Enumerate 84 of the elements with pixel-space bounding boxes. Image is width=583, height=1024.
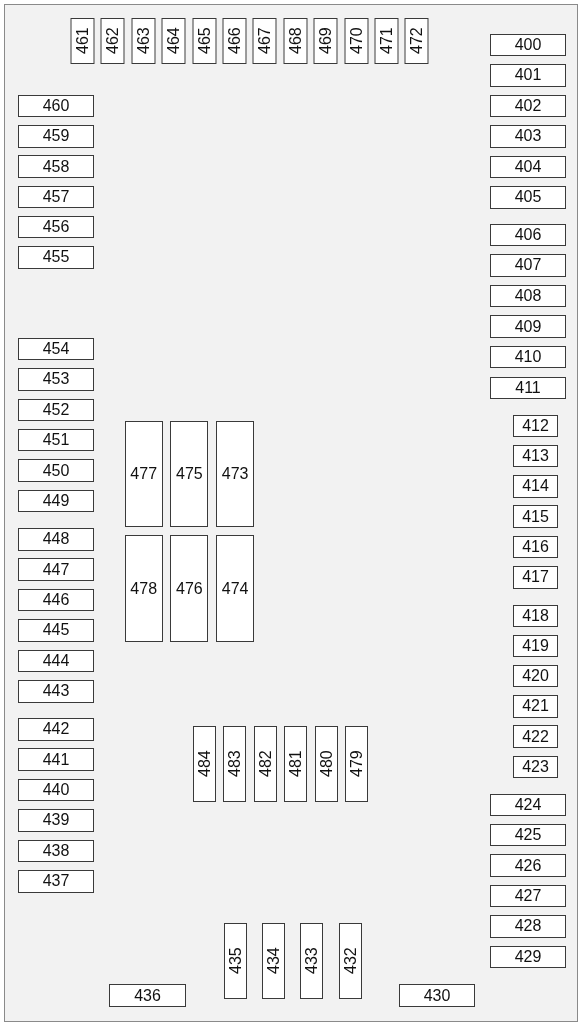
fuse-slot: 408: [490, 284, 566, 308]
fuse-slot: 421: [513, 695, 558, 718]
fuse-slot: 419: [513, 634, 558, 658]
fuse-slot: 456: [18, 215, 94, 239]
fuse-slot: 477: [124, 421, 163, 527]
fuse-slot: 448: [18, 528, 94, 551]
fuse-slot: 476: [170, 535, 209, 642]
fuse-slot: 423: [513, 755, 558, 778]
fuse-slot: 474: [216, 535, 255, 642]
fuse-slot: 428: [490, 915, 566, 938]
fuse-slot: 459: [18, 125, 94, 148]
fuse-slot: 449: [18, 489, 94, 513]
fuse-slot: 406: [490, 223, 566, 246]
fuse-slot: 424: [490, 793, 566, 816]
fuse-slot: 417: [513, 566, 558, 589]
fuse-slot: 468: [283, 18, 308, 64]
fuse-slot: 438: [18, 839, 94, 863]
fuse-slot: 462: [101, 18, 125, 64]
fuse-slot: 422: [513, 725, 558, 748]
fuse-slot: 481: [284, 726, 308, 802]
fuse-slot: 447: [18, 558, 94, 581]
fuse-slot: 411: [490, 376, 566, 399]
fuse-slot: 436: [109, 984, 186, 1007]
fuse-slot: 441: [18, 748, 94, 771]
fuse-slot: 473: [216, 421, 255, 527]
fuse-slot: 400: [490, 33, 566, 56]
fuse-slot: 434: [262, 923, 286, 999]
fuse-slot: 432: [338, 923, 362, 999]
fuse-slot: 484: [193, 726, 216, 802]
fuse-slot: 464: [162, 18, 186, 64]
fuse-slot: 435: [224, 923, 247, 999]
fuse-slot: 415: [513, 505, 558, 528]
fuse-slot: 450: [18, 459, 94, 482]
fuse-slot: 429: [490, 945, 566, 968]
fuse-slot: 437: [18, 870, 94, 893]
fuse-slot: 413: [513, 444, 558, 468]
fuse-slot: 425: [490, 823, 566, 847]
fuse-slot: 440: [18, 778, 94, 802]
fuse-slot: 455: [18, 246, 94, 269]
fuse-slot: 454: [18, 337, 94, 361]
fuse-slot: 418: [513, 604, 558, 627]
fuse-slot: 407: [490, 254, 566, 277]
fuse-slot: 416: [513, 535, 558, 559]
fuse-slot: 457: [18, 185, 94, 209]
fuse-slot: 443: [18, 680, 94, 703]
fuse-slot: 480: [314, 726, 338, 802]
fuse-slot: 420: [513, 664, 558, 688]
fuse-slot: 478: [124, 535, 163, 642]
fuse-slot: 471: [375, 18, 399, 64]
fuse-slot: 401: [490, 64, 566, 87]
fuse-slot: 439: [18, 809, 94, 832]
fuse-slot: 402: [490, 94, 566, 117]
fuse-slot: 483: [223, 726, 247, 802]
fuse-slot: 461: [71, 18, 95, 64]
fuse-slot: 453: [18, 368, 94, 391]
fuse-slot: 403: [490, 125, 566, 148]
fuse-slot: 446: [18, 588, 94, 612]
fuse-slot: 475: [170, 421, 209, 527]
fuse-slot: 404: [490, 155, 566, 178]
fuse-slot: 426: [490, 854, 566, 877]
fuse-slot: 469: [314, 18, 338, 64]
fuse-slot: 445: [18, 619, 94, 642]
fuse-slot: 460: [18, 94, 94, 118]
fuse-slot: 465: [192, 18, 217, 64]
fuse-slot: 463: [131, 18, 156, 64]
fuse-slot: 467: [253, 18, 277, 64]
fuse-slot: 414: [513, 475, 558, 498]
fuse-slot: 451: [18, 428, 94, 452]
fuse-slot: 444: [18, 649, 94, 673]
fuse-slot: 458: [18, 155, 94, 178]
fuse-slot: 452: [18, 398, 94, 421]
fuse-slot: 412: [513, 414, 558, 437]
fuse-slot: 427: [490, 884, 566, 908]
fuse-slot: 430: [399, 984, 475, 1007]
fuse-slot: 470: [344, 18, 369, 64]
fuse-slot: 405: [490, 186, 566, 209]
fuse-slot: 466: [223, 18, 247, 64]
fuse-slot: 442: [18, 718, 94, 741]
fuse-slot: 433: [300, 923, 324, 999]
fuse-slot: 482: [253, 726, 277, 802]
fuse-slot: 479: [345, 726, 368, 802]
fuse-slot: 410: [490, 345, 566, 369]
fuse-slot: 409: [490, 315, 566, 338]
fuse-slot: 472: [405, 18, 429, 64]
